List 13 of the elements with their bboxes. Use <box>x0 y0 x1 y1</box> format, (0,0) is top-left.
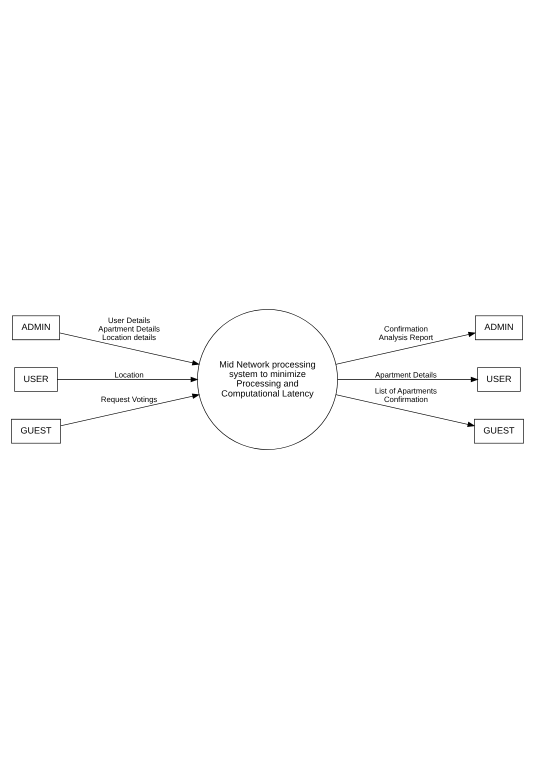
arrow <box>337 376 479 382</box>
node-circle: Mid Network processing system to minimize Processing and Computational Latency <box>197 308 338 450</box>
arrow <box>57 376 198 382</box>
node-box: GUEST <box>474 418 524 443</box>
node-box: ADMIN <box>12 315 60 340</box>
arrow <box>336 331 476 364</box>
arrow <box>60 393 200 426</box>
node-box: ADMIN <box>475 315 523 340</box>
node-box: USER <box>14 366 58 392</box>
node-box: GUEST <box>11 418 61 443</box>
arrow <box>336 394 476 426</box>
arrow <box>59 332 200 365</box>
node-box: USER <box>477 366 521 392</box>
